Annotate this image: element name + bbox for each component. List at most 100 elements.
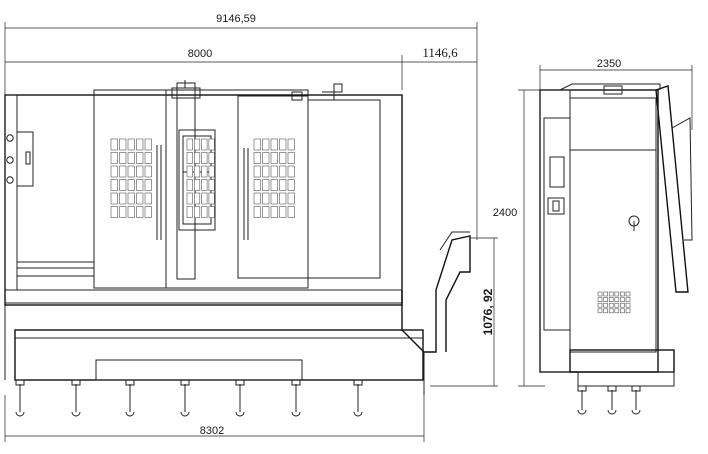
vent-slot (287, 179, 295, 191)
leveling-foot (353, 384, 363, 417)
vent-slot (201, 152, 208, 164)
vent-slot (253, 179, 261, 191)
vent-slot (119, 152, 127, 164)
leveling-feet (15, 379, 363, 417)
vent-slot (620, 297, 625, 302)
vent-slot (201, 165, 208, 178)
vent-slot (194, 179, 201, 191)
vent-slot (186, 192, 193, 205)
vent-slot (186, 138, 193, 151)
vent-grid-center (186, 138, 215, 218)
foot-pad (631, 385, 641, 392)
vent-slot (603, 308, 608, 314)
vent-slot (603, 297, 608, 302)
vent-slot (119, 138, 127, 151)
foot-pad (353, 379, 363, 386)
vent-slot (270, 179, 278, 191)
vent-slot (253, 138, 261, 151)
vent-slot (608, 302, 614, 308)
bed-length-label: 8000 (188, 48, 212, 60)
leveling-foot (180, 384, 190, 417)
vent-slot (608, 297, 614, 302)
vent-slot (262, 192, 270, 205)
vent-slot (136, 138, 144, 151)
vent-slot (614, 291, 620, 297)
vent-slot (208, 165, 215, 178)
leveling-foot (125, 384, 135, 417)
vent-slot (625, 302, 631, 308)
vent-slot (279, 179, 287, 191)
vent-slot (127, 165, 135, 178)
vent-slot (194, 192, 201, 205)
vent-slot (253, 206, 261, 218)
vent-slot (253, 192, 261, 205)
vent-slot (279, 192, 287, 205)
vent-slot (144, 165, 152, 178)
vent-slot (614, 308, 620, 314)
vent-slot (201, 206, 208, 218)
vent-slot (127, 179, 135, 191)
vent-slot (279, 138, 287, 151)
vent-slot (194, 165, 201, 178)
vent-slot (186, 179, 193, 191)
vent-slot (597, 302, 603, 308)
vent-slot (194, 152, 201, 164)
leveling-foot (71, 384, 81, 417)
vent-slot (201, 192, 208, 205)
side-view (539, 83, 693, 415)
vent-slot (262, 179, 270, 191)
foot-pad (15, 379, 25, 386)
vent-slot (597, 291, 603, 297)
leveling-foot (15, 384, 25, 417)
vent-slot (625, 291, 631, 297)
vent-slot (597, 297, 603, 302)
foot-pad (291, 379, 301, 386)
vent-slot (127, 192, 135, 205)
overall-length-label: 9146,59 (216, 13, 256, 25)
vent-slot (597, 308, 603, 314)
vent-slot (625, 308, 631, 314)
side-leveling-feet (577, 385, 641, 415)
vent-slot (201, 179, 208, 191)
vent-slot (208, 152, 215, 164)
vent-slot (110, 138, 118, 151)
vent-slot (208, 179, 215, 191)
vent-grid-right (253, 138, 295, 218)
vent-slot (614, 302, 620, 308)
vent-slot (279, 165, 287, 178)
vent-slot (144, 206, 152, 218)
conveyor-extension-label: 1146,6 (422, 45, 458, 60)
vent-slot (110, 206, 118, 218)
overall-height-label: 2400 (493, 207, 517, 219)
vent-slot (262, 138, 270, 151)
vent-slot (603, 291, 608, 297)
front-view (4, 80, 471, 417)
vent-slot (194, 206, 201, 218)
vent-slot (110, 165, 118, 178)
vent-slot (136, 165, 144, 178)
foot-pad (235, 379, 245, 386)
vent-slot (136, 206, 144, 218)
vent-slot (625, 297, 631, 302)
vent-slot (279, 206, 287, 218)
leveling-foot (607, 390, 617, 415)
foot-pad (180, 379, 190, 386)
dimension-lines (4, 22, 693, 442)
vent-slot (620, 302, 625, 308)
vent-slot (270, 192, 278, 205)
vent-slot (608, 308, 614, 314)
vent-slot (110, 152, 118, 164)
conveyor-height-label: 1076, 92 (481, 288, 495, 335)
overall-width-label: 2350 (597, 58, 621, 70)
vent-slot (620, 291, 625, 297)
vent-slot (119, 165, 127, 178)
vent-slot (119, 192, 127, 205)
vent-slot (208, 192, 215, 205)
foot-pad (71, 379, 81, 386)
vent-slot (186, 152, 193, 164)
vent-slot (110, 192, 118, 205)
vent-slot (253, 165, 261, 178)
vent-slot (136, 152, 144, 164)
vent-grid-side (597, 291, 631, 314)
